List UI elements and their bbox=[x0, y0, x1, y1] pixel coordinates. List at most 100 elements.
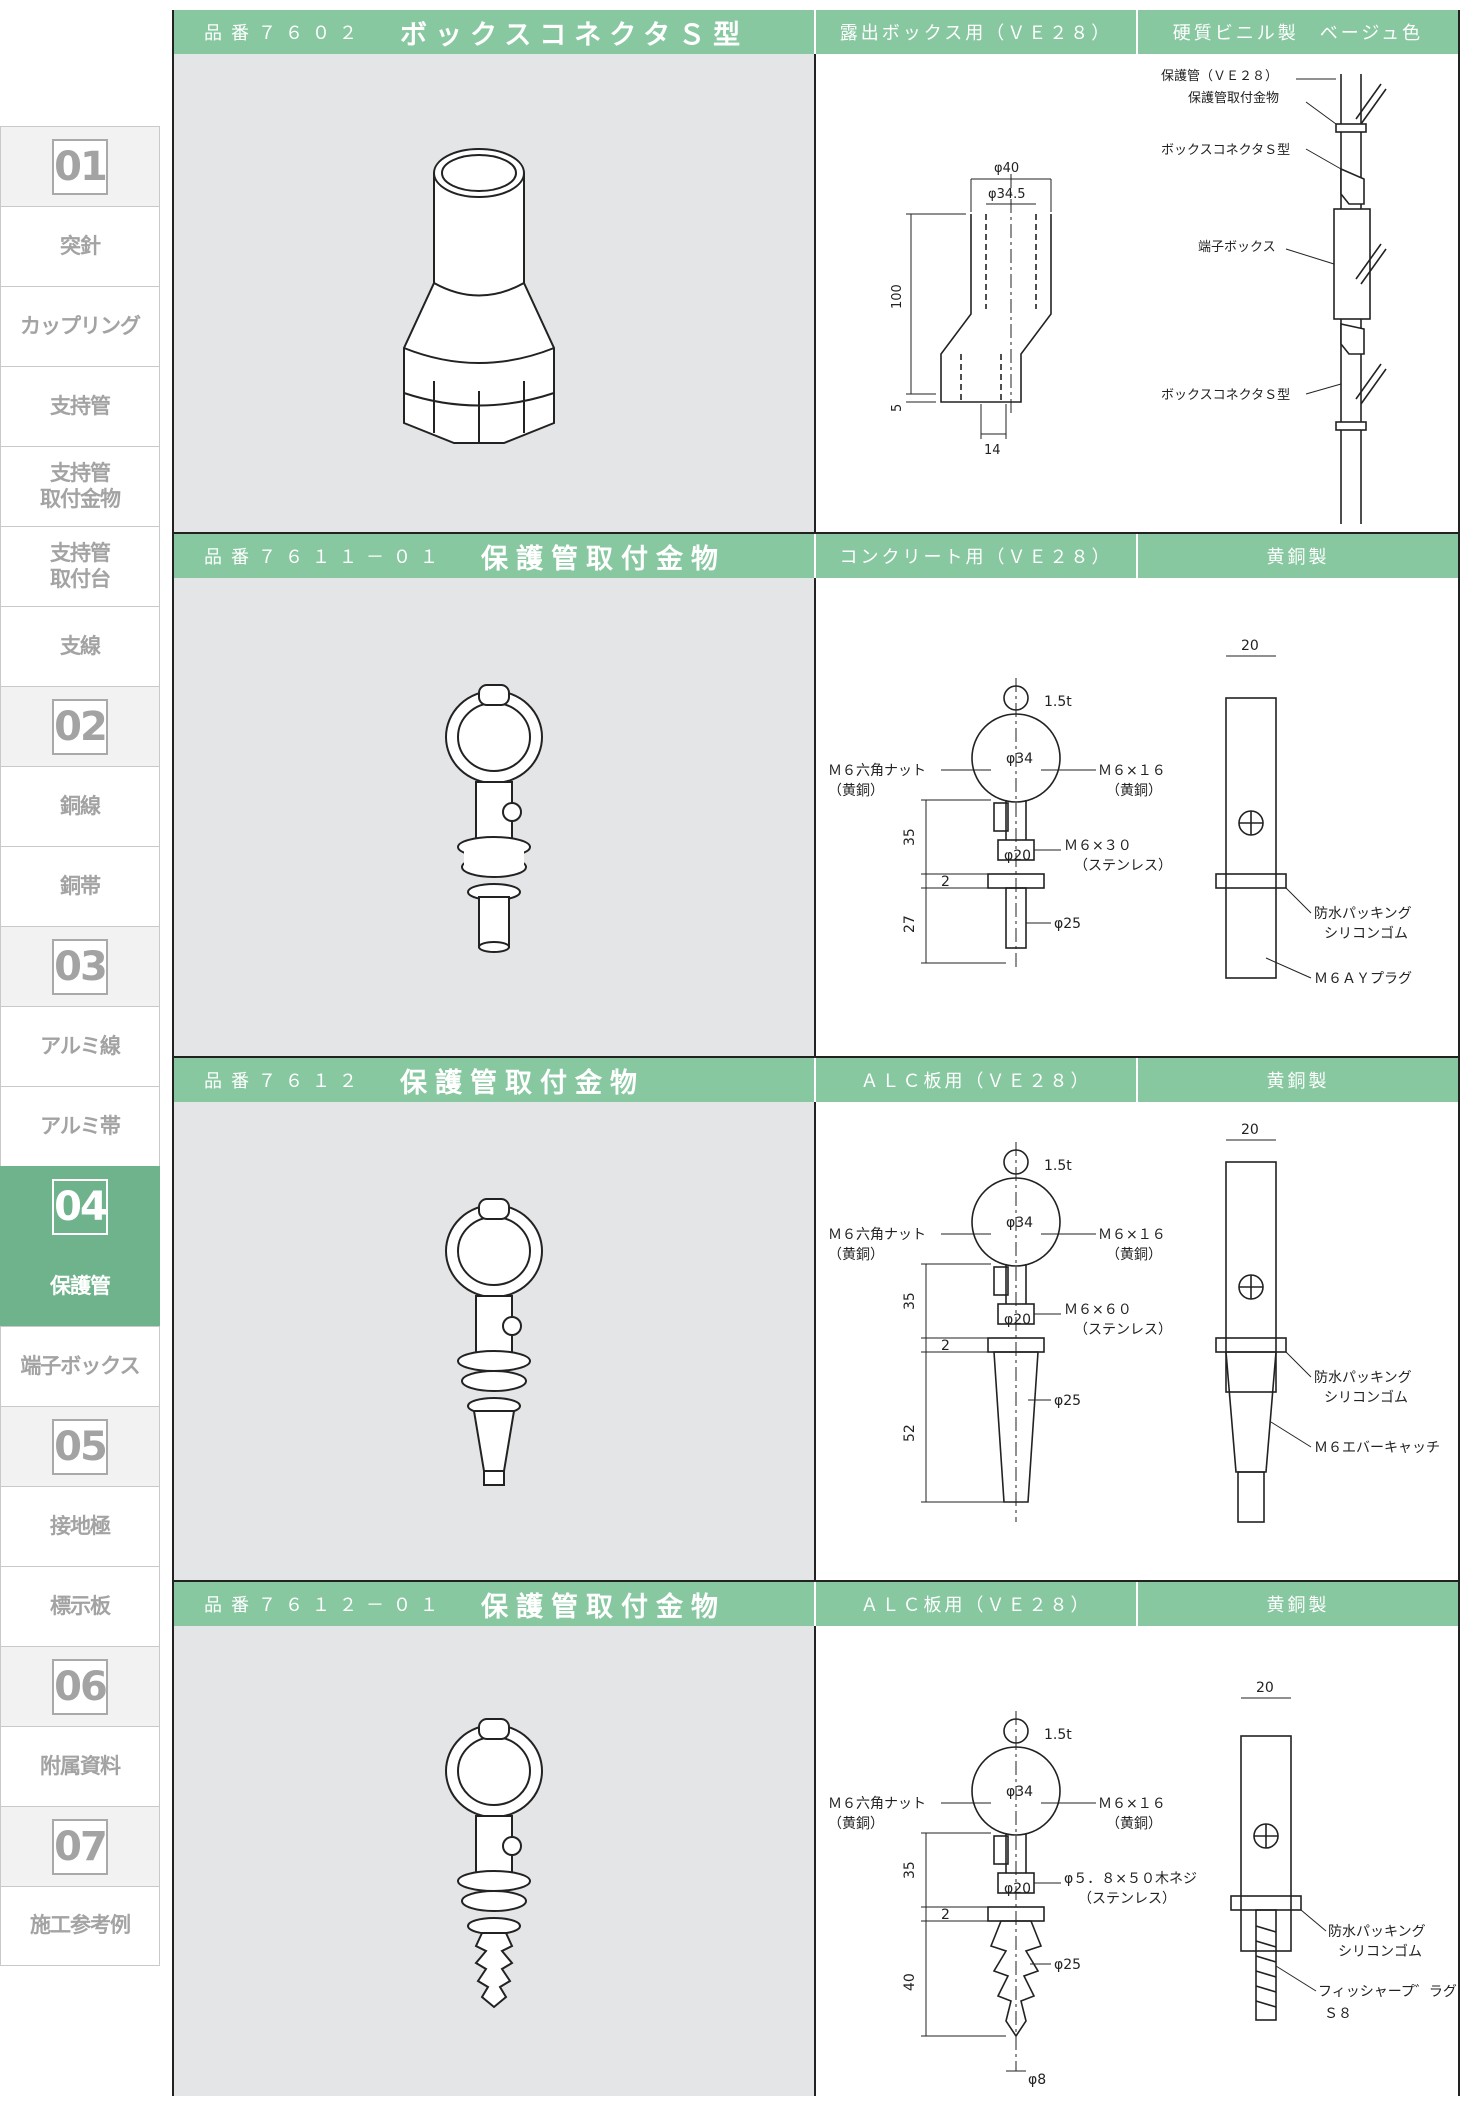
product-title: 品番７６１２ 保護管取付金物 bbox=[174, 1058, 816, 1102]
callout-anchor: Ｍ６ＡＹプラグ bbox=[1314, 971, 1412, 987]
fitting-drawing-alc: 20 1.5t φ34 φ20 φ25 35 2 52 Ｍ６六角ナット （黄銅）… bbox=[828, 1122, 1440, 1523]
callout-anchor: Ｍ６エバーキャッチ bbox=[1314, 1440, 1440, 1456]
sidebar-item[interactable]: 支持管 取付台 bbox=[0, 526, 160, 606]
sidebar-item[interactable]: 附属資料 bbox=[0, 1726, 160, 1806]
sidebar-item-label: 施工参考例 bbox=[30, 1913, 131, 1938]
callout-terminal-box: 端子ボックス bbox=[1198, 240, 1276, 255]
sidebar-item-label: 銅線 bbox=[60, 793, 101, 818]
sidebar-item-label: 附属資料 bbox=[40, 1753, 121, 1778]
dim-width: 14 bbox=[984, 443, 1001, 458]
callout-connector-top: ボックスコネクタＳ型 bbox=[1161, 143, 1290, 158]
product-row: 20 1.5t φ34 φ20 φ25 35 2 27 Ｍ６六角ナット （黄銅）… bbox=[174, 578, 1458, 1058]
product-name: 保護管取付金物 bbox=[481, 543, 726, 575]
chapter-01-tab[interactable]: 01 bbox=[0, 126, 160, 206]
callout-screw: Ｍ６×３０ bbox=[1064, 838, 1132, 854]
product-header: 品番７６０２ ボックスコネクタＳ型 露出ボックス用（ＶＥ２８） 硬質ビニル製 ベ… bbox=[174, 10, 1458, 54]
product-header: 品番７６１２－０１ 保護管取付金物 ＡＬＣ板用（ＶＥ２８） 黄銅製 bbox=[174, 1582, 1458, 1626]
product-name: 保護管取付金物 bbox=[400, 1067, 645, 1099]
technical-drawing: 20 1.5t φ34 φ20 φ25 35 2 52 Ｍ６六角ナット （黄銅）… bbox=[816, 1102, 1458, 1580]
dim-h2: 2 bbox=[941, 874, 950, 890]
product-name: ボックスコネクタＳ型 bbox=[400, 19, 749, 51]
chapter-03-tab[interactable]: 03 bbox=[0, 926, 160, 1006]
sidebar-item[interactable]: 施工参考例 bbox=[0, 1886, 160, 1966]
sidebar-item[interactable]: 支持管 bbox=[0, 366, 160, 446]
sidebar-item[interactable]: アルミ線 bbox=[0, 1006, 160, 1086]
sidebar-item-label: カップリング bbox=[20, 313, 141, 338]
dim-boss: φ20 bbox=[1004, 1312, 1031, 1328]
chapter-04-tab[interactable]: 04 bbox=[0, 1166, 160, 1246]
dim-h1: 35 bbox=[902, 828, 918, 846]
product-usage: ＡＬＣ板用（ＶＥ２８） bbox=[816, 1582, 1138, 1626]
sidebar-item[interactable]: 接地極 bbox=[0, 1486, 160, 1566]
callout-bolt-material: （黄銅） bbox=[1106, 1246, 1162, 1263]
product-name: 保護管取付金物 bbox=[481, 1591, 726, 1623]
callout-nut-material: （黄銅） bbox=[828, 782, 884, 799]
chapter-number: 06 bbox=[54, 1663, 108, 1710]
dim-inner-diameter: φ34.5 bbox=[988, 187, 1026, 202]
chapter-number: 04 bbox=[54, 1183, 108, 1230]
sidebar-item[interactable]: カップリング bbox=[0, 286, 160, 366]
dim-width: 20 bbox=[1241, 638, 1259, 654]
chapter-07-tab[interactable]: 07 bbox=[0, 1806, 160, 1886]
sidebar-item[interactable]: 標示板 bbox=[0, 1566, 160, 1646]
sidebar-item-label: 銅帯 bbox=[60, 873, 101, 898]
dim-thickness: 1.5t bbox=[1044, 694, 1072, 710]
dim-boss: φ20 bbox=[1004, 1881, 1031, 1897]
callout-bolt: Ｍ６×１６ bbox=[1098, 1227, 1166, 1243]
dim-h2: 2 bbox=[941, 1907, 950, 1923]
product-usage: 露出ボックス用（ＶＥ２８） bbox=[816, 10, 1138, 54]
dim-base: φ25 bbox=[1054, 916, 1081, 932]
chapter-06-tab[interactable]: 06 bbox=[0, 1646, 160, 1726]
box-connector-illustration bbox=[403, 148, 555, 444]
product-header: 品番７６１２ 保護管取付金物 ＡＬＣ板用（ＶＥ２８） 黄銅製 bbox=[174, 1058, 1458, 1102]
dim-width: 20 bbox=[1241, 1122, 1259, 1138]
chapter-number-box: 04 bbox=[52, 1178, 108, 1235]
chapter-number: 03 bbox=[54, 943, 108, 990]
product-code: 品番７６１１－０１ bbox=[204, 547, 447, 568]
callout-screw-material: （ステンレス） bbox=[1074, 1322, 1172, 1338]
product-material: 黄銅製 bbox=[1266, 547, 1330, 568]
chapter-05-tab[interactable]: 05 bbox=[0, 1406, 160, 1486]
dim-ring: φ34 bbox=[1006, 1784, 1033, 1800]
sidebar-item[interactable]: 銅線 bbox=[0, 766, 160, 846]
chapter-02-tab[interactable]: 02 bbox=[0, 686, 160, 766]
sidebar-item[interactable]: 保護管 bbox=[0, 1246, 160, 1326]
sidebar-item[interactable]: 突針 bbox=[0, 206, 160, 286]
callout-nut: Ｍ６六角ナット bbox=[828, 763, 926, 779]
sidebar-item[interactable]: 支持管 取付金物 bbox=[0, 446, 160, 526]
callout-packing-material: シリコンゴム bbox=[1324, 1389, 1408, 1406]
dim-base: φ25 bbox=[1054, 1957, 1081, 1973]
dim-h3: 40 bbox=[902, 1973, 918, 1991]
sidebar-item-label: 標示板 bbox=[50, 1593, 111, 1618]
chapter-number-box: 05 bbox=[52, 1418, 108, 1475]
product-row: 20 1.5t φ34 φ20 φ25 35 2 52 Ｍ６六角ナット （黄銅）… bbox=[174, 1102, 1458, 1582]
product-title: 品番７６１１－０１ 保護管取付金物 bbox=[174, 534, 816, 578]
dim-outer-diameter: φ40 bbox=[994, 161, 1019, 176]
chapter-number-box: 01 bbox=[52, 138, 108, 195]
dim-height: 100 bbox=[890, 284, 905, 309]
sidebar-item[interactable]: 支線 bbox=[0, 606, 160, 686]
dim-h1: 35 bbox=[902, 1861, 918, 1879]
pipe-fitting-illustration bbox=[445, 1198, 543, 1486]
chapter-number-box: 02 bbox=[52, 698, 108, 755]
callout-pipe: 保護管（ＶＥ２８） bbox=[1161, 68, 1278, 84]
product-code: 品番７６１２ bbox=[204, 1071, 366, 1092]
callout-nut: Ｍ６六角ナット bbox=[828, 1227, 926, 1243]
dim-boss: φ20 bbox=[1004, 848, 1031, 864]
callout-connector-bottom: ボックスコネクタＳ型 bbox=[1161, 388, 1290, 403]
sidebar-item[interactable]: アルミ帯 bbox=[0, 1086, 160, 1166]
product-row: 20 1.5t φ34 φ20 φ25 35 2 40 φ8 Ｍ６六角ナット （… bbox=[174, 1626, 1458, 2096]
sidebar-item[interactable]: 端子ボックス bbox=[0, 1326, 160, 1406]
dim-h3: 52 bbox=[902, 1424, 918, 1442]
product-material: 硬質ビニル製 ベージュ色 bbox=[1172, 23, 1424, 44]
chapter-number: 05 bbox=[54, 1423, 108, 1470]
callout-anchor: フィッシャープ゛ラグ bbox=[1318, 1984, 1457, 2000]
sidebar-item-label: 端子ボックス bbox=[20, 1353, 140, 1378]
product-title: 品番７６０２ ボックスコネクタＳ型 bbox=[174, 10, 816, 54]
product-title: 品番７６１２－０１ 保護管取付金物 bbox=[174, 1582, 816, 1626]
dim-thickness: 1.5t bbox=[1044, 1158, 1072, 1174]
sidebar-item[interactable]: 銅帯 bbox=[0, 846, 160, 926]
callout-nut-material: （黄銅） bbox=[828, 1815, 884, 1832]
technical-drawing: φ40 φ34.5 100 5 14 保護管（ＶＥ２８） 保護管取付金物 ボック… bbox=[816, 54, 1458, 532]
sidebar-item-label: 突針 bbox=[60, 233, 101, 258]
